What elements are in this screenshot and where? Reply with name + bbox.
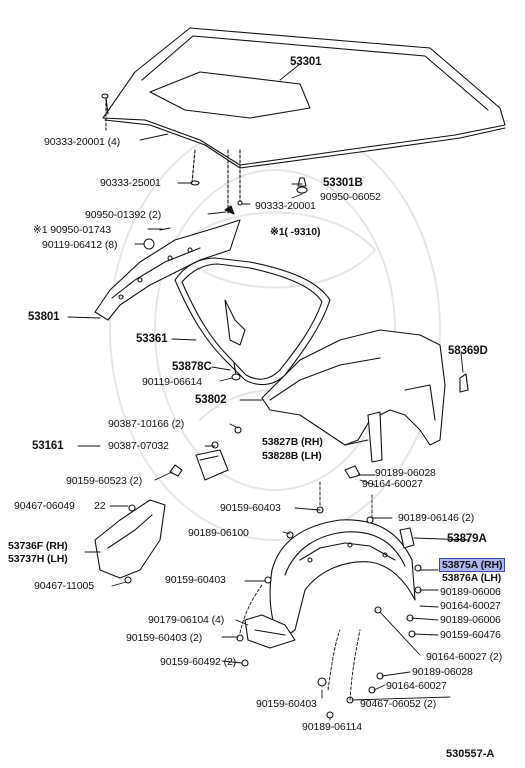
lower-splash [244, 614, 296, 649]
label-mudguard: 58369D [448, 345, 488, 357]
label-seal-53361: 53361 [136, 333, 168, 345]
hood-panel [102, 27, 506, 169]
label-screw-06049-count: 22 [94, 500, 106, 512]
bracket-assembly [169, 426, 242, 481]
circled-b-symbol [143, 238, 155, 250]
label-front-fender: 53802 [195, 394, 227, 406]
fender-cover [344, 411, 383, 479]
label-fender-apron: 53801 [28, 311, 60, 323]
label-hood-bolt-2: 90950-01392 (2) [85, 209, 162, 221]
label-bolt-06412: 90119-06412 (8) [42, 239, 118, 251]
label-nut-60027-c: 90164-60027 [386, 680, 447, 692]
label-clip-60403-c: 90159-60403 [256, 698, 317, 710]
label-clip-06104: 90179-06104 (4) [148, 614, 225, 626]
splash-shield [94, 499, 166, 584]
label-splash-rh: 53736F (RH) [8, 540, 68, 552]
label-nut-60027-b: 90164-60027 [440, 600, 501, 612]
label-clip-60403-b: 90159-60403 [165, 574, 226, 586]
label-seal-53879a: 53879A [447, 533, 487, 545]
label-screw-11005: 90467-11005 [34, 580, 95, 592]
label-bolt-06028-b: 90189-06028 [412, 666, 473, 678]
label-nut-60027-2: 90164-60027 (2) [426, 651, 503, 663]
front-fender [261, 329, 446, 446]
label-clip-60476: 90159-60476 [440, 629, 501, 641]
label-hood-screw-20001: 90333-20001 [255, 200, 316, 212]
label-bolt-06006-b: 90189-06006 [440, 614, 501, 626]
label-liner-lh: 53876A (LH) [442, 572, 502, 584]
label-screw-06052: 90467-06052 (2) [360, 698, 437, 710]
label-clip-60403-2: 90159-60403 (2) [126, 632, 203, 644]
label-clip-07032: 90387-07032 [108, 440, 169, 452]
label-hood-clip: 90950-06052 [320, 191, 381, 203]
hood-seal [174, 257, 331, 386]
label-nut-60027-a: 90164-60027 [362, 478, 423, 490]
leader-lines [67, 63, 471, 721]
label-clip-60492: 90159-60492 (2) [160, 656, 237, 668]
diagram-code: 530557-A [446, 748, 495, 760]
label-cover-rh: 53827B (RH) [262, 436, 323, 448]
label-hood-cushion: 53301B [323, 177, 363, 189]
label-applicability-note: ※1( -9310) [270, 226, 321, 238]
label-bolt-06006-a: 90189-06006 [440, 586, 501, 598]
label-bolt-06028-a: 90189-06028 [375, 467, 436, 479]
label-seal-cover-53878c: 53878C [172, 361, 212, 373]
label-clip-01743: ※1 90950-01743 [33, 224, 112, 236]
label-hood-cushion-screw: 90333-25001 [100, 177, 161, 189]
label-clip-10166: 90387-10166 (2) [108, 418, 185, 430]
label-bolt-06146: 90189-06146 (2) [398, 512, 475, 524]
label-bolt-06100: 90189-06100 [188, 527, 249, 539]
label-splash-lh: 53737H (LH) [8, 553, 68, 565]
label-hood-screw-4: 90333-20001 (4) [44, 136, 121, 148]
fender-apron [94, 219, 241, 321]
label-bracket-53161: 53161 [32, 440, 64, 452]
label-screw-06049: 90467-06049 [14, 500, 75, 512]
label-cover-lh: 53828B (LH) [262, 450, 322, 462]
seal-53879a [399, 527, 415, 549]
label-hood: 53301 [290, 56, 322, 68]
label-liner-rh[interactable]: 53875A (RH) [438, 558, 506, 572]
label-bolt-06114: 90189-06114 [302, 721, 363, 733]
label-screw-06614: 90119-06614 [142, 376, 203, 388]
label-clip-60403-a: 90159-60403 [220, 502, 281, 514]
label-clip-60523: 90159-60523 (2) [66, 475, 143, 487]
